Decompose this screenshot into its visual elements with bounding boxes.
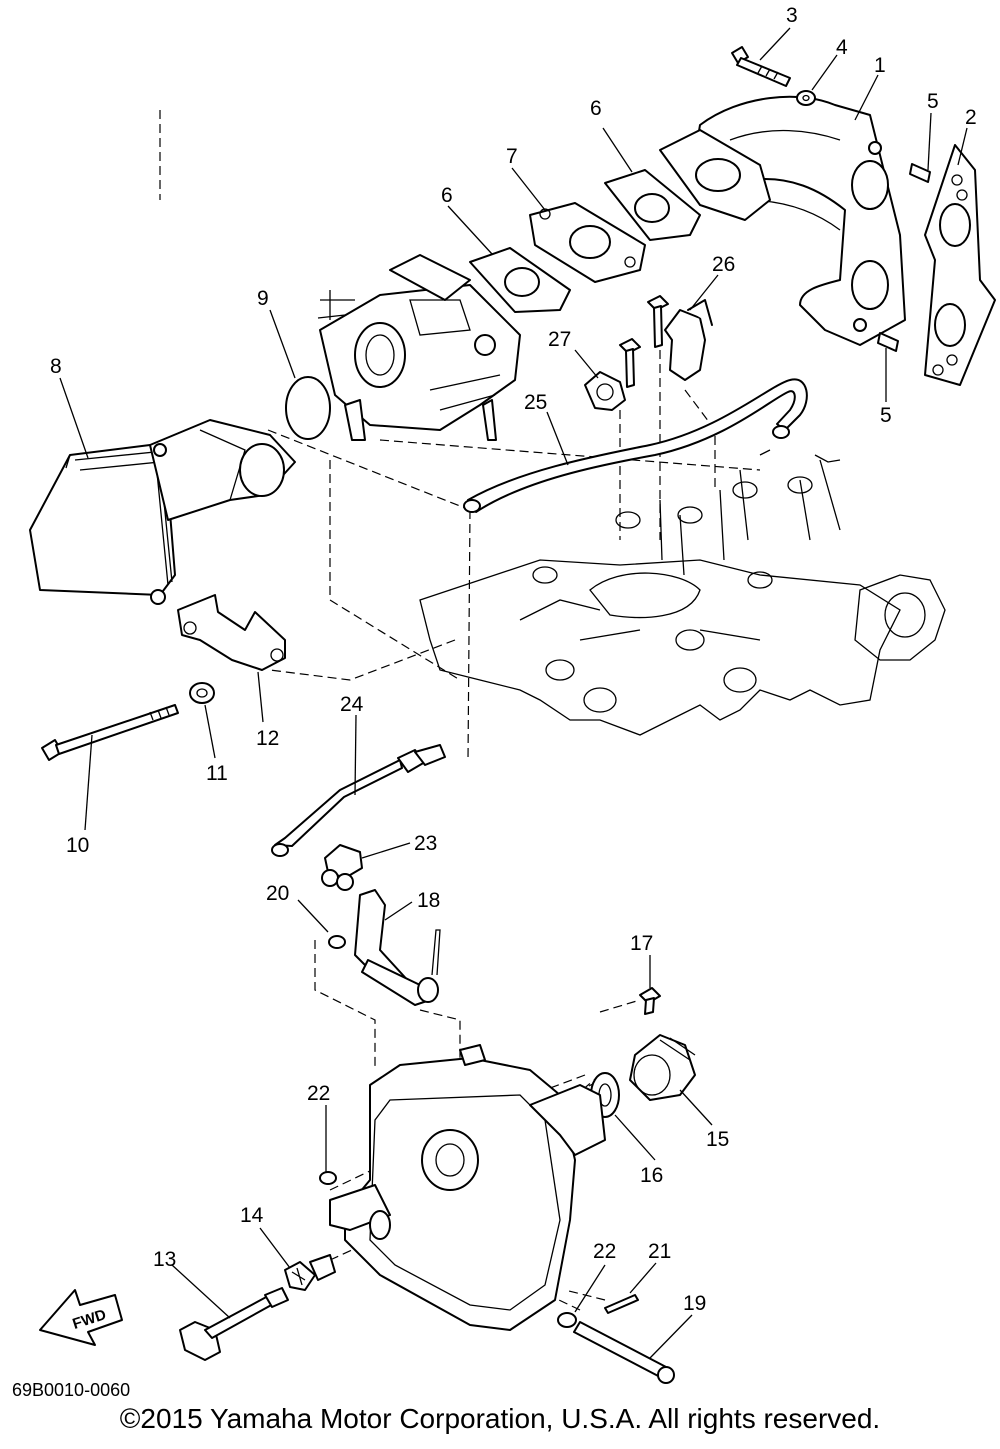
callout-2: 2 [965,106,977,129]
callout-1: 1 [874,54,886,77]
callout-13: 13 [153,1248,176,1271]
callout-22-right: 22 [593,1240,616,1263]
o-ring [285,376,331,440]
callout-26: 26 [712,253,735,276]
engine-block [419,449,946,736]
callout-6-right: 6 [590,97,602,120]
callout-8: 8 [50,355,62,378]
callout-16: 16 [640,1164,663,1187]
callout-6-left: 6 [441,184,453,207]
callout-10: 10 [66,834,89,857]
choke-knob-assembly [179,1171,675,1384]
callout-numbers: 3 4 1 5 2 6 7 6 26 9 27 8 25 5 12 11 10 … [50,4,977,1315]
callout-5-bottom: 5 [880,404,892,427]
link-joint [321,844,363,891]
silencer-case [329,1044,606,1331]
callout-3: 3 [786,4,798,27]
hose-clamps [584,295,713,411]
callout-11: 11 [206,762,228,785]
callout-19: 19 [683,1292,706,1315]
callout-5-top: 5 [927,90,939,113]
callout-14: 14 [240,1204,264,1227]
copyright-notice: ©2015 Yamaha Motor Corporation, U.S.A. A… [119,1403,881,1434]
callout-25: 25 [524,391,547,414]
fuel-hose [463,378,808,513]
bracket-assembly [41,594,286,761]
manifold-gasket [924,144,996,386]
hose-fitting [590,987,696,1118]
callout-4: 4 [836,36,848,59]
leader-lines [59,27,968,1359]
callout-21: 21 [648,1240,671,1263]
intake-silencer [29,419,296,605]
callout-23: 23 [414,832,437,855]
callout-22-left: 22 [307,1082,330,1105]
callout-7: 7 [506,145,518,168]
callout-12: 12 [256,727,279,750]
fwd-arrow-icon: FWD [39,1289,123,1346]
choke-lever [328,889,441,1006]
bolt-and-washer [731,46,931,352]
callout-15: 15 [706,1128,729,1151]
intake-manifold [659,95,906,346]
diagram-reference-code: 69B0010-0060 [12,1380,131,1400]
carburetor-gaskets [469,169,701,313]
carburetor [317,254,521,441]
link-rod [271,744,446,857]
callout-9: 9 [257,287,269,310]
callout-20: 20 [266,882,289,905]
callout-24: 24 [340,693,364,716]
callout-27: 27 [548,328,571,351]
callout-17: 17 [630,932,653,955]
callout-18: 18 [417,889,440,912]
